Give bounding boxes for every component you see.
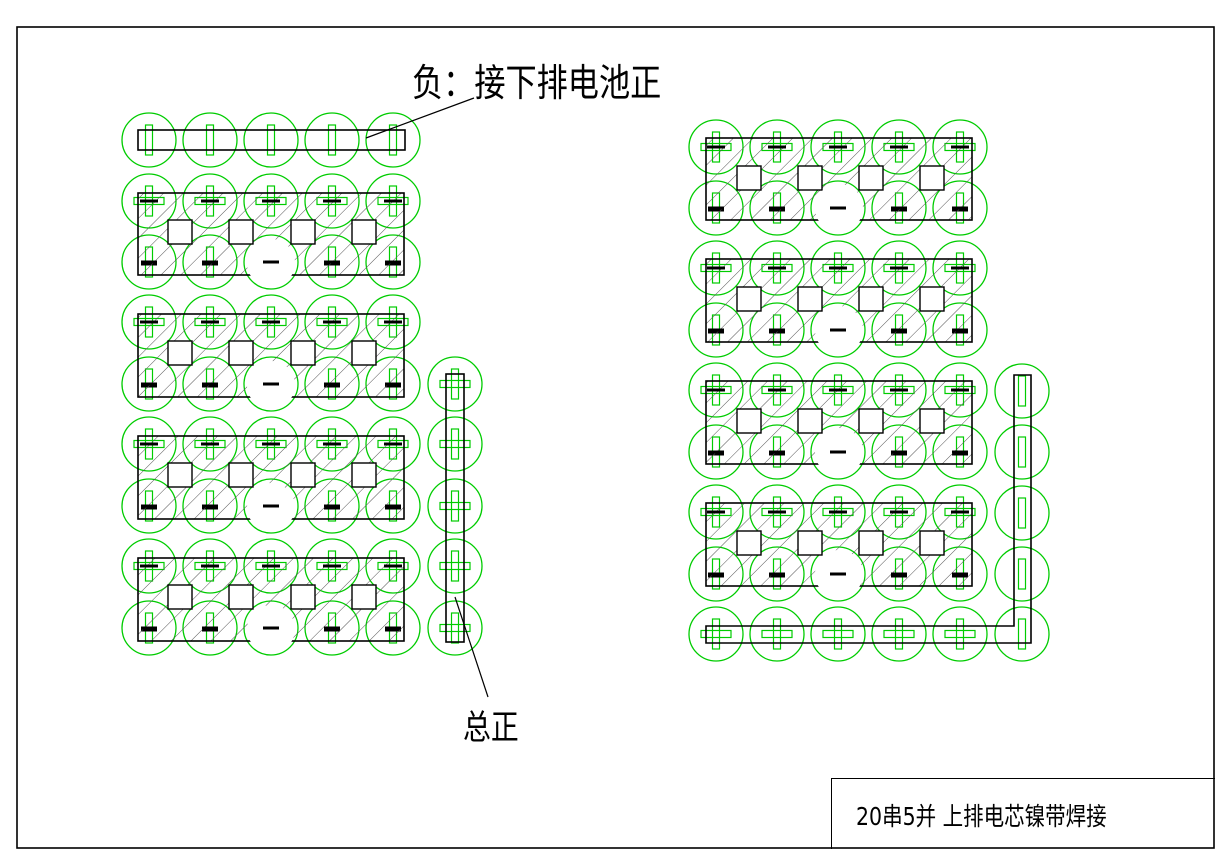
- strip-hole: [797, 286, 823, 312]
- drawing-border: [16, 26, 1215, 849]
- strip-hole: [290, 340, 316, 366]
- strip-hole: [858, 286, 884, 312]
- strip-hole: [167, 462, 193, 488]
- strip-hole: [736, 286, 762, 312]
- strip-hole: [919, 165, 945, 191]
- battery-cell: [688, 606, 744, 662]
- cell-tab-horizontal: [761, 629, 793, 639]
- battery-cell: [182, 112, 238, 168]
- battery-cell: [994, 424, 1050, 480]
- total-positive-strip: [445, 373, 465, 643]
- strip-hole: [351, 340, 377, 366]
- cell-tab-horizontal: [439, 379, 471, 389]
- cell-tab: [450, 550, 460, 582]
- leader-line-negative: [365, 97, 475, 139]
- battery-cell: [994, 485, 1050, 541]
- cell-tab: [772, 618, 782, 650]
- battery-cell: [427, 416, 483, 472]
- cell-tab-horizontal: [883, 629, 915, 639]
- drawing-title: 20串5并 上排电芯镍带焊接: [856, 802, 1107, 831]
- cell-tab: [1017, 436, 1027, 468]
- strip-hole: [351, 584, 377, 610]
- cell-tab-horizontal: [439, 439, 471, 449]
- cell-tab: [955, 618, 965, 650]
- cell-tab-horizontal: [944, 629, 976, 639]
- strip-hole: [797, 165, 823, 191]
- battery-cell: [994, 363, 1050, 419]
- strip-hole: [797, 530, 823, 556]
- cell-tab: [1017, 497, 1027, 529]
- cell-tab-horizontal: [439, 561, 471, 571]
- strip-hole: [290, 219, 316, 245]
- strip-hole: [228, 462, 254, 488]
- strip-hole: [167, 584, 193, 610]
- battery-cell: [427, 356, 483, 412]
- battery-cell: [994, 606, 1050, 662]
- strip-hole: [919, 530, 945, 556]
- negative-note-label: 负：接下排电池正: [412, 61, 662, 105]
- strip-hole: [736, 165, 762, 191]
- battery-cell: [365, 112, 421, 168]
- cell-tab: [388, 124, 398, 156]
- battery-cell: [932, 606, 988, 662]
- battery-cell: [749, 606, 805, 662]
- strip-hole: [228, 219, 254, 245]
- strip-hole: [736, 530, 762, 556]
- cell-tab: [894, 618, 904, 650]
- strip-hole: [351, 462, 377, 488]
- cell-tab-horizontal: [439, 623, 471, 633]
- strip-hole: [228, 584, 254, 610]
- battery-cell: [243, 112, 299, 168]
- battery-cell: [427, 478, 483, 534]
- nickel-strips: [137, 129, 1032, 653]
- cell-tab: [1017, 618, 1027, 650]
- battery-cell: [427, 600, 483, 656]
- cell-tab: [1017, 558, 1027, 590]
- strip-hole: [736, 408, 762, 434]
- cell-tab: [450, 428, 460, 460]
- cell-tab: [327, 124, 337, 156]
- strip-hole: [228, 340, 254, 366]
- leader-line-positive: [454, 596, 489, 698]
- battery-cell: [871, 606, 927, 662]
- cell-tab-horizontal: [439, 501, 471, 511]
- strip-hole: [858, 530, 884, 556]
- cell-tab: [450, 368, 460, 400]
- l-shaped-strip: [705, 374, 1032, 644]
- battery-cell: [121, 112, 177, 168]
- cell-tab-horizontal: [700, 629, 732, 639]
- negative-strip: [137, 129, 406, 151]
- cell-tab: [833, 618, 843, 650]
- cell-tab: [450, 612, 460, 644]
- title-block: 20串5并 上排电芯镍带焊接: [831, 778, 1215, 849]
- cell-tab: [266, 124, 276, 156]
- strip-hole: [797, 408, 823, 434]
- strip-hole: [858, 165, 884, 191]
- strip-hole: [290, 462, 316, 488]
- strip-hole: [351, 219, 377, 245]
- cell-tab: [144, 124, 154, 156]
- strip-hole: [858, 408, 884, 434]
- strip-hole: [290, 584, 316, 610]
- strip-hole: [919, 408, 945, 434]
- cell-tab: [1017, 375, 1027, 407]
- cell-tab: [450, 490, 460, 522]
- cell-tab: [711, 618, 721, 650]
- battery-cell: [994, 546, 1050, 602]
- battery-cell: [810, 606, 866, 662]
- strip-hole: [167, 340, 193, 366]
- total-positive-label: 总正: [463, 708, 519, 748]
- battery-cell: [304, 112, 360, 168]
- cell-tab: [205, 124, 215, 156]
- strip-hole: [167, 219, 193, 245]
- strip-hole: [919, 286, 945, 312]
- cell-tab-horizontal: [822, 629, 854, 639]
- battery-cell: [427, 538, 483, 594]
